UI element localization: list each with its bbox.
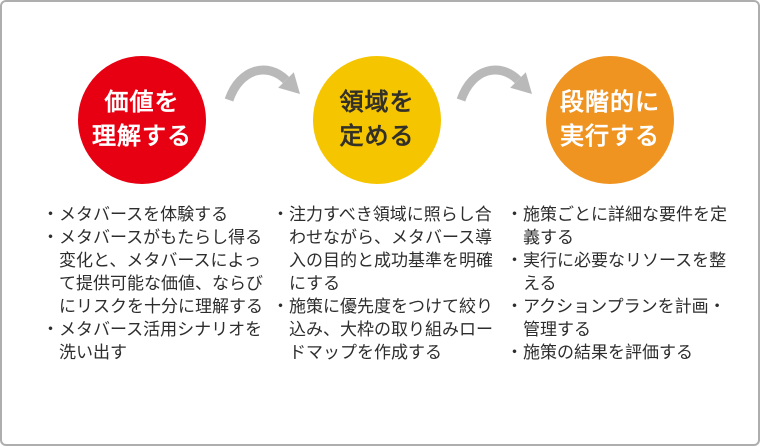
circle-label-line: 実行する	[560, 123, 660, 150]
bullet-item: ・施策に優先度をつけて絞り込み、大枠の取り組みロードマップを作成する	[272, 296, 493, 362]
bullet-item: ・施策ごとに詳細な要件を定義する	[506, 205, 727, 247]
bullet-item: ・実行に必要なリソースを整える	[506, 250, 727, 293]
step-circle-label: 領域を 定める	[340, 86, 415, 154]
bullet-item: ・メタバースがもたらし得る変化と、メタバースによって提供可能な価値、ならびにリス…	[42, 227, 263, 316]
circle-label-line: 価値を	[104, 88, 180, 116]
circle-label-line: 領域を	[339, 88, 415, 116]
step-2-bullets: ・注力すべき領域に照らし合わせながら、メタバース導入の目的と成功基準を明確にする…	[272, 204, 498, 365]
curved-arrow-icon	[224, 65, 300, 102]
bullet-item: ・注力すべき領域に照らし合わせながら、メタバース導入の目的と成功基準を明確にする	[272, 205, 493, 293]
step-circle-define-domain: 領域を 定める	[313, 56, 441, 184]
bullet-item: ・メタバースを体験する	[42, 205, 229, 224]
step-1-bullets: ・メタバースを体験する・メタバースがもたらし得る変化と、メタバースによって提供可…	[42, 204, 266, 365]
step-circle-understand-value: 価値を 理解する	[78, 56, 206, 184]
bullet-item: ・アクションプランを計画・管理する	[506, 296, 726, 339]
step-circle-label: 段階的に 実行する	[560, 86, 660, 154]
bullet-item: ・メタバース活用シナリオを洗い出す	[42, 319, 263, 362]
bullet-item: ・施策の結果を評価する	[506, 342, 693, 362]
step-3-bullets: ・施策ごとに詳細な要件を定義する・実行に必要なリソースを整える・アクションプラン…	[506, 204, 738, 365]
circle-label-line: 段階的に	[560, 88, 660, 116]
step-circle-label: 価値を 理解する	[92, 86, 192, 154]
curved-arrow-icon	[456, 65, 532, 102]
step-circle-execute-stepwise: 段階的に 実行する	[546, 56, 674, 184]
circle-label-line: 定める	[339, 123, 415, 150]
circle-label-line: 理解する	[92, 123, 192, 150]
